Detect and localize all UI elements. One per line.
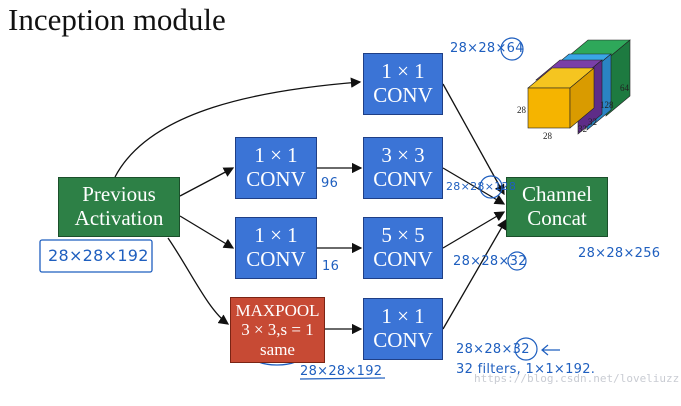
concat-line1: Channel xyxy=(522,182,592,207)
maxpool-line2: 3 × 3,s = 1 xyxy=(241,320,314,340)
cube-depth2-label: 32 xyxy=(588,117,597,127)
filters-label: 32 filters, 1×1×192. xyxy=(456,362,596,377)
conv1x1-a-line2: CONV xyxy=(246,167,306,191)
watermark: https://blog.csdn.net/loveliuzz xyxy=(474,372,680,385)
conv5x5-line2: CONV xyxy=(373,247,433,271)
circle-32 xyxy=(507,251,527,271)
conv1x1-a-box: 1 × 1 CONV xyxy=(235,137,317,199)
conv1x1-b-line2: CONV xyxy=(246,247,306,271)
arrow-prev-to-top xyxy=(114,77,362,178)
arrow-1x1c-to-concat xyxy=(442,218,507,330)
underline-192 xyxy=(299,377,386,380)
pool-output-label: 28×28×192 xyxy=(300,364,383,379)
conv1x1-a-line1: 1 × 1 xyxy=(254,143,298,168)
cube-depth3-label: 128 xyxy=(600,100,614,110)
prev-line2: Activation xyxy=(74,206,164,230)
conv1x1-c-box: 1 × 1 CONV xyxy=(363,298,443,360)
cube-depth1-label: 32 xyxy=(578,124,587,134)
input-dim-label: 28×28×192 xyxy=(48,246,149,265)
cube-width-label: 28 xyxy=(543,131,552,141)
concat-line2: Concat xyxy=(527,206,587,230)
conv3x3-box: 3 × 3 CONV xyxy=(363,137,443,199)
maxpool-box: MAXPOOL 3 × 3,s = 1 same xyxy=(230,297,325,363)
output-32-label: 28×28×32 xyxy=(453,254,527,269)
previous-activation-box: Previous Activation xyxy=(58,177,180,237)
pool-conv-output-label: 28×28×32 xyxy=(456,342,530,357)
conv3x3-line2: CONV xyxy=(373,167,433,191)
arrow-prev-to-1x1a xyxy=(179,167,235,197)
conv3x3-line1: 3 × 3 xyxy=(381,143,425,168)
circle-64 xyxy=(500,37,524,61)
conv1x1-top-line1: 1 × 1 xyxy=(381,59,425,84)
channel-concat-box: Channel Concat xyxy=(506,177,608,237)
channels-16-label: 16 xyxy=(322,259,340,274)
volume-cube xyxy=(527,39,631,135)
maxpool-line1: MAXPOOL xyxy=(235,300,320,320)
cube-depth4-label: 64 xyxy=(620,83,629,93)
maxpool-line3: same xyxy=(260,339,295,359)
circle-128 xyxy=(479,175,503,199)
conv1x1-top-line2: CONV xyxy=(373,83,433,107)
arrow-5x5-to-concat xyxy=(442,211,506,249)
arrow-top-to-concat xyxy=(442,83,505,196)
arrow-prev-to-maxpool xyxy=(167,237,230,325)
cube-height-label: 28 xyxy=(517,105,526,115)
conv1x1-b-line1: 1 × 1 xyxy=(254,223,298,248)
conv1x1-c-line1: 1 × 1 xyxy=(381,304,425,329)
conv1x1-top-box: 1 × 1 CONV xyxy=(363,53,443,115)
conv1x1-b-box: 1 × 1 CONV xyxy=(235,217,317,279)
conv1x1-c-line2: CONV xyxy=(373,328,433,352)
output-128-label: 28×28×128 xyxy=(446,180,517,193)
input-dim-outline xyxy=(39,239,153,273)
circle-32-b xyxy=(514,337,538,361)
conv5x5-box: 5 × 5 CONV xyxy=(363,217,443,279)
arrow-prev-to-1x1b xyxy=(179,215,235,249)
conv5x5-line1: 5 × 5 xyxy=(381,223,425,248)
concat-output-label: 28×28×256 xyxy=(578,246,661,261)
prev-line1: Previous xyxy=(82,182,156,207)
top-output-label: 28×28×64 xyxy=(450,41,524,56)
pointer-arrow xyxy=(541,344,560,356)
page-title: Inception module xyxy=(8,2,226,37)
channels-96-label: 96 xyxy=(321,176,339,191)
